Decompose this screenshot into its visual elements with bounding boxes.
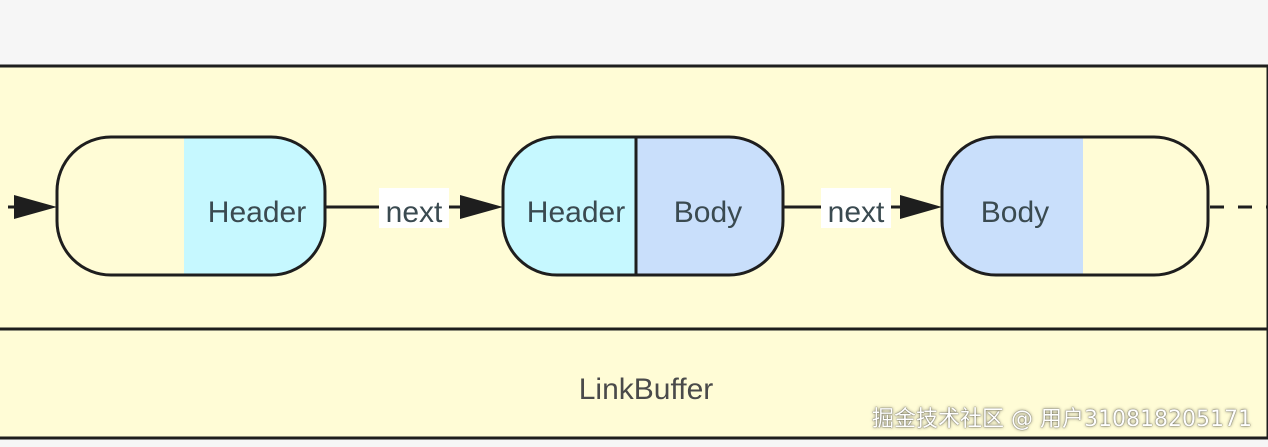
node-3-outline: [940, 135, 1210, 277]
edge-next-1-label: next: [386, 196, 443, 229]
edge-next-2-label-bg: [821, 188, 891, 228]
node-1: Header: [55, 135, 327, 277]
edge-next-2-arrowhead: [900, 195, 942, 219]
watermark-text: 掘金技术社区 @ 用户310818205171: [872, 407, 1252, 432]
node-2-segment-header: [503, 137, 636, 275]
edge-next-1-arrowhead: [460, 195, 503, 219]
node-1-segment-empty: [57, 137, 184, 275]
node-3-body-label: Body: [981, 196, 1049, 229]
edge-next-2-label: next: [828, 196, 885, 229]
linkbuffer-title: LinkBuffer: [579, 373, 714, 406]
edge-next-1: next: [325, 188, 503, 229]
edge-next-2: next: [783, 188, 942, 229]
edge-next-1-label-bg: [379, 188, 449, 228]
node-2: Header Body: [501, 135, 785, 277]
node-3-segment-empty: [1083, 137, 1208, 275]
node-3-segment-body: [942, 137, 1083, 275]
node-2-header-label: Header: [527, 196, 625, 229]
node-2-segment-body: [636, 137, 783, 275]
node-1-segment-header: [184, 137, 325, 275]
node-3: Body: [940, 135, 1210, 277]
node-1-header-label: Header: [208, 196, 306, 229]
node-2-body-label: Body: [674, 196, 742, 229]
incoming-edge-arrowhead: [14, 195, 57, 219]
